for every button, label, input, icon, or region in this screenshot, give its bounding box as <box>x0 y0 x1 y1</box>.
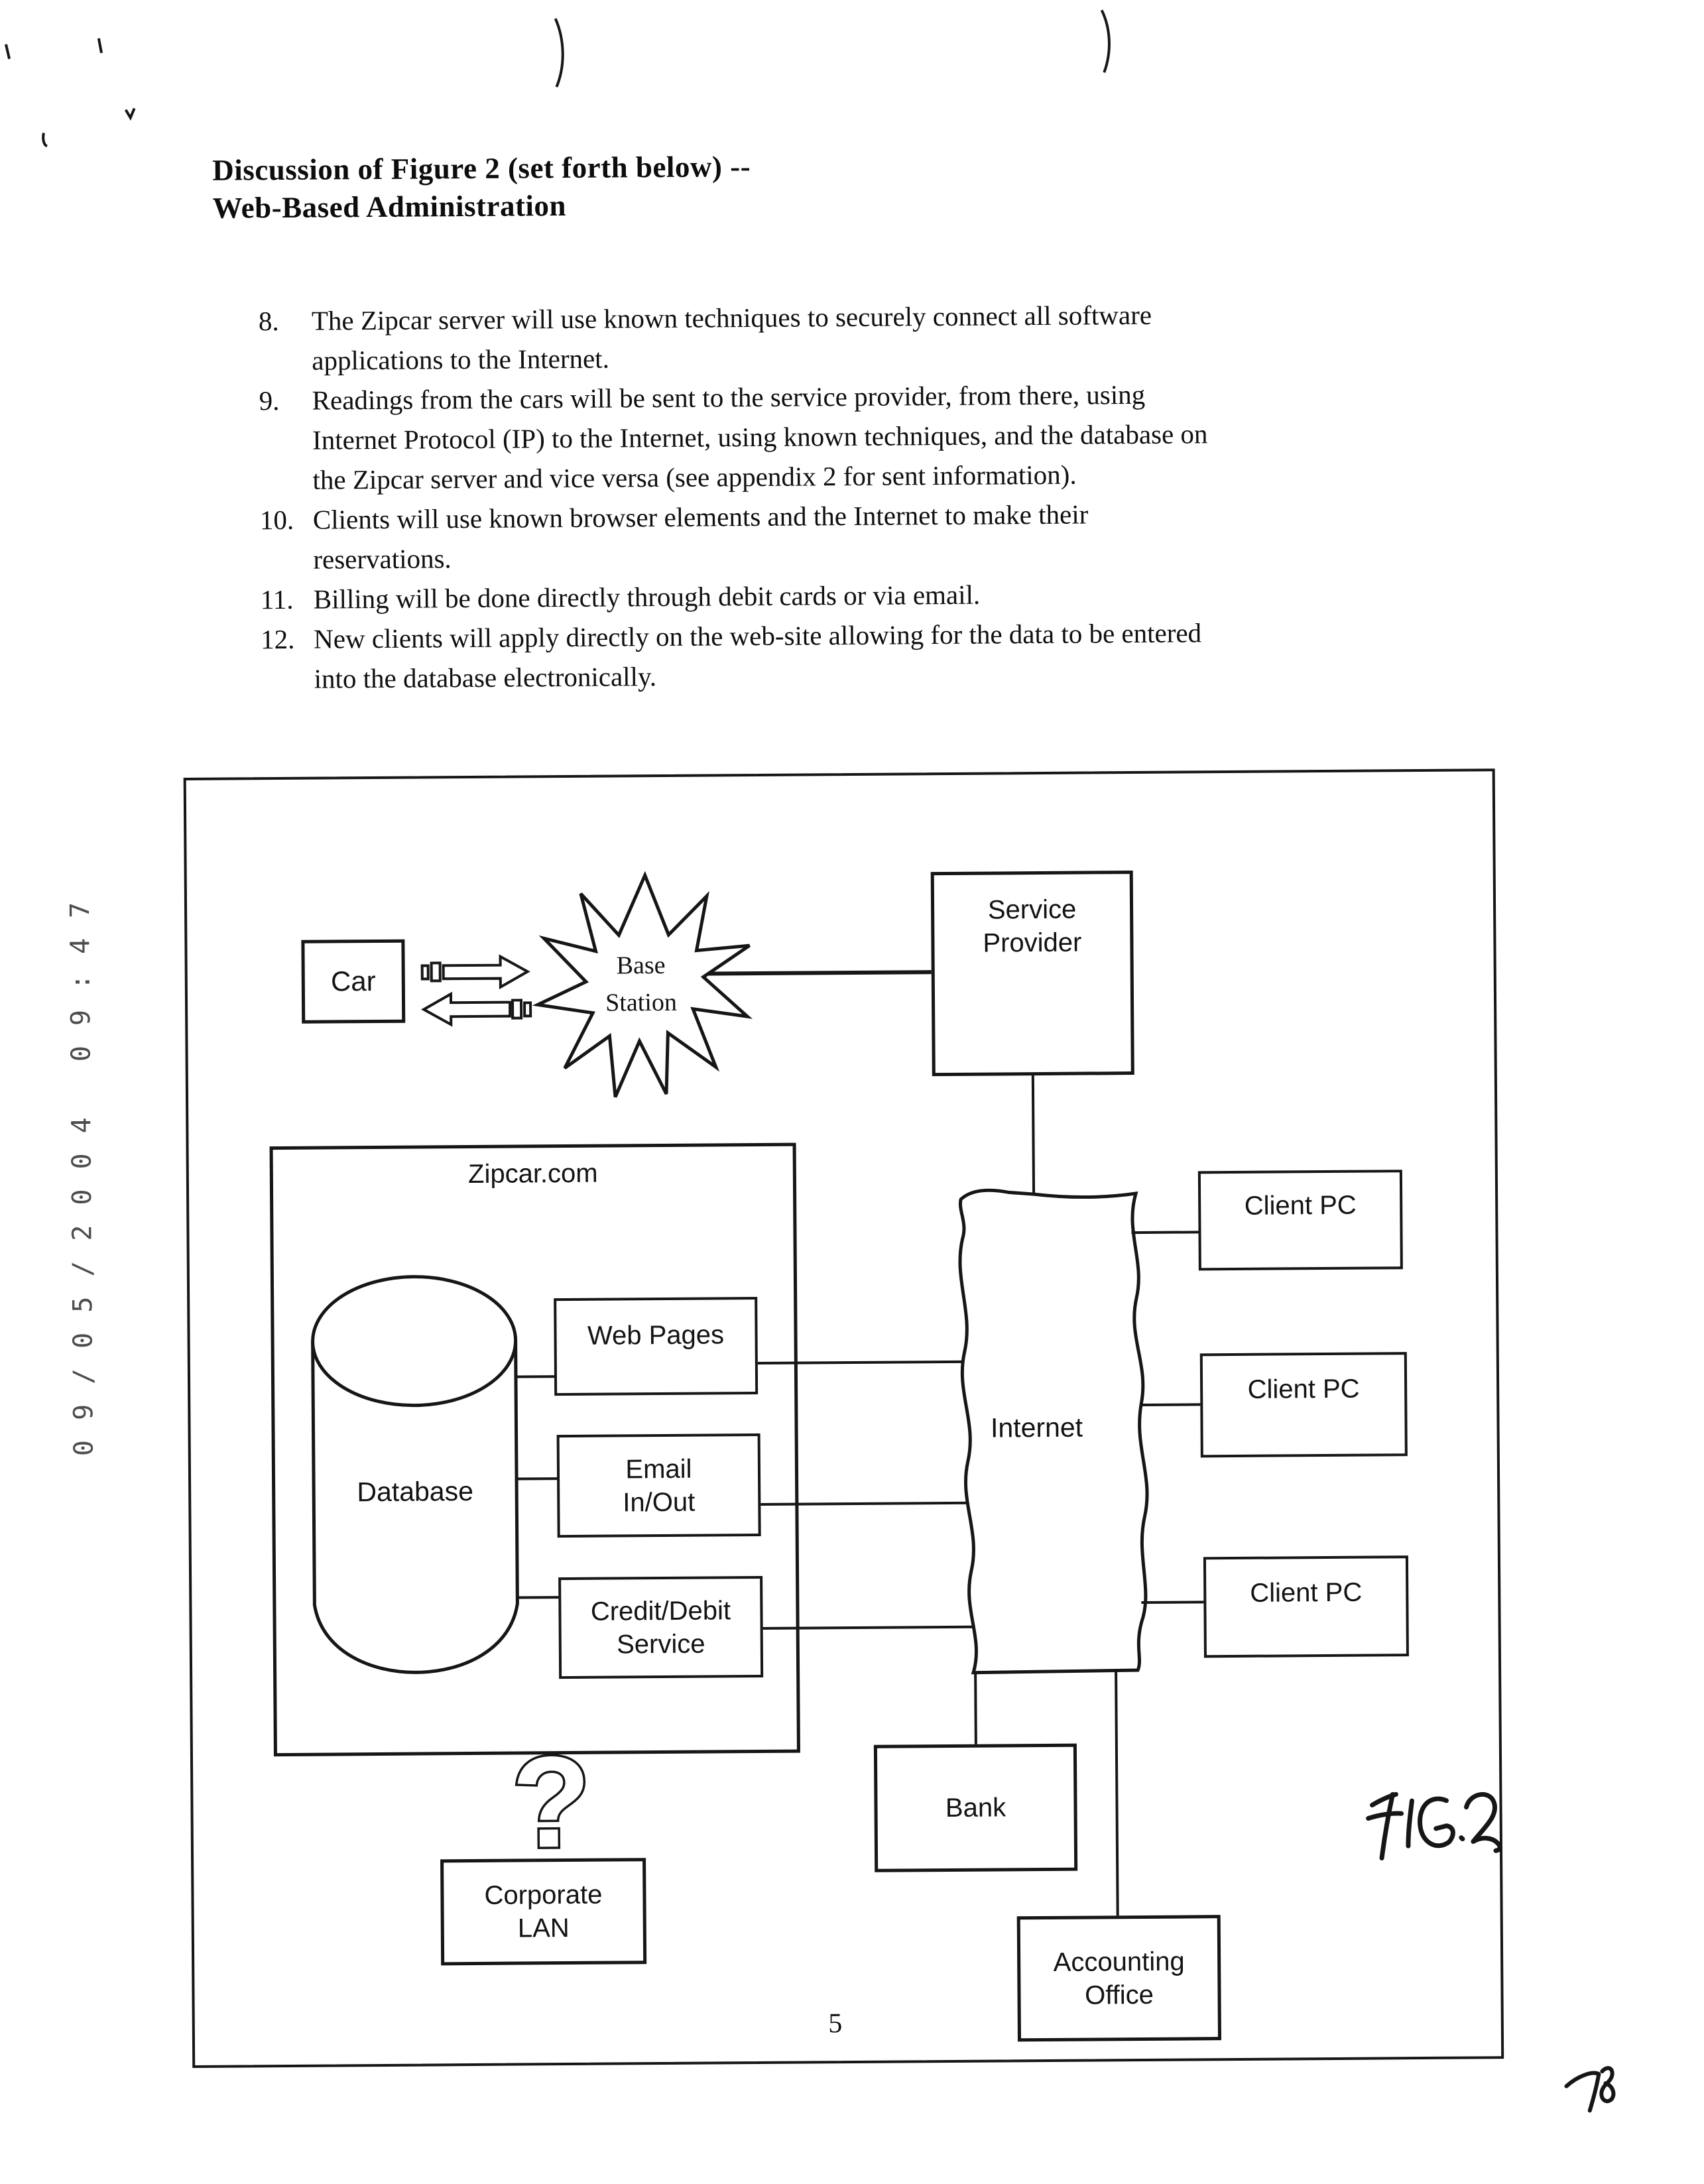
scan-artifact-tick <box>42 133 48 148</box>
scan-artifact-tick <box>4 44 11 60</box>
connector-line <box>974 1671 977 1750</box>
scan-artifact-tick <box>97 38 103 54</box>
connector-line <box>1115 1670 1119 1920</box>
scan-artifact-curl <box>554 18 564 88</box>
connector-line <box>759 1501 983 1506</box>
connector-line <box>756 1360 983 1365</box>
database-cylinder-shape <box>311 1275 519 1674</box>
fig2-handwritten-label <box>1366 1791 1502 1860</box>
connector-line <box>1031 1074 1036 1203</box>
base-station-burst-shape <box>532 871 753 1098</box>
scan-artifact-tick <box>124 107 136 121</box>
connector-line <box>1141 1601 1214 1604</box>
internet-cloud-shape <box>958 1188 1149 1675</box>
base-to-car-arrow-icon <box>421 991 532 1027</box>
scan-artifact-curl <box>1100 9 1111 73</box>
question-mark: ? <box>511 1730 591 1875</box>
connector-line <box>1140 1403 1211 1406</box>
connector-line <box>761 1625 992 1630</box>
handwritten-page-number <box>1564 2066 1616 2113</box>
car-to-base-arrow-icon <box>420 954 530 990</box>
connector-line <box>701 970 932 976</box>
connector-line <box>1131 1231 1208 1235</box>
